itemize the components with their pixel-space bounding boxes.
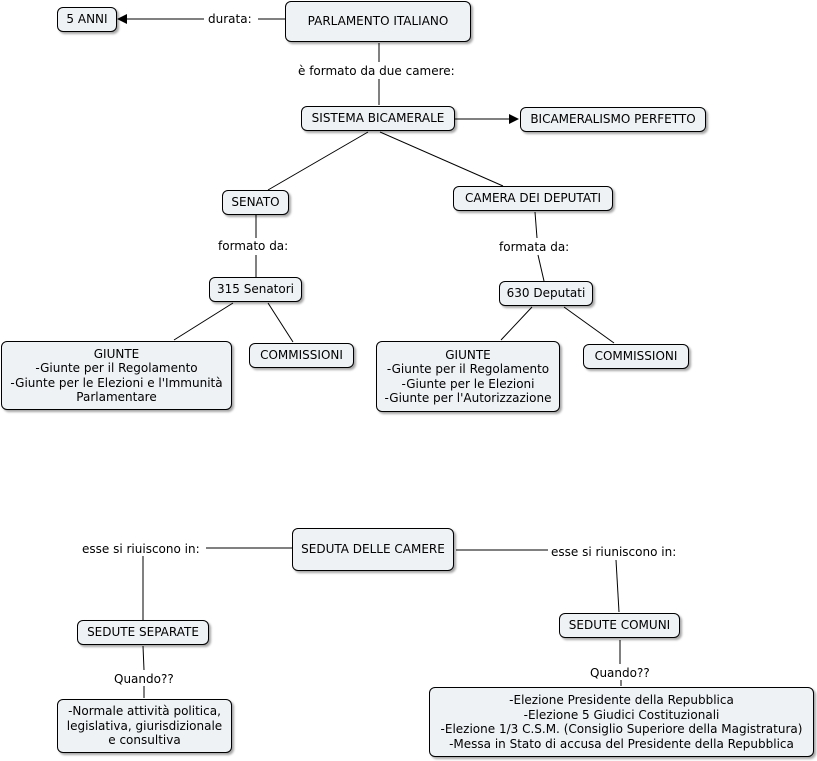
node-seduta-delle-camere[interactable]: SEDUTA DELLE CAMERE [292, 528, 454, 571]
label-durata: durata: [206, 12, 254, 26]
node-sistema-bicamerale[interactable]: SISTEMA BICAMERALE [301, 106, 455, 131]
link-quando-left-1 [142, 645, 145, 671]
label-formata-da: formata da: [497, 240, 572, 254]
node-315-senatori[interactable]: 315 Senatori [209, 277, 302, 302]
link-deputati-giunte [500, 306, 533, 341]
link-deputati-commissioni [563, 306, 615, 344]
link-sistema-camera [379, 131, 504, 187]
link-senatori-commissioni [267, 302, 294, 343]
node-commissioni-camera[interactable]: COMMISSIONI [583, 344, 689, 369]
label-quando-left: Quando?? [112, 672, 176, 686]
link-esse-right-2 [615, 559, 620, 613]
node-sedute-comuni[interactable]: SEDUTE COMUNI [559, 613, 680, 638]
link-sistema-senato [267, 131, 369, 191]
label-esse-left: esse si riuiscono in: [80, 542, 202, 556]
link-senatori-giunte [173, 302, 234, 341]
label-formato-camere: è formato da due camere: [296, 64, 457, 78]
label-formato-da: formato da: [216, 239, 291, 253]
node-commissioni-senato[interactable]: COMMISSIONI [249, 343, 354, 368]
node-sedute-separate-description[interactable]: -Normale attività politica, legislativa,… [57, 699, 232, 753]
node-giunte-camera[interactable]: GIUNTE -Giunte per il Regolamento -Giunt… [376, 341, 560, 412]
node-camera-dei-deputati[interactable]: CAMERA DEI DEPUTATI [453, 186, 613, 211]
label-quando-right: Quando?? [588, 666, 652, 680]
node-630-deputati[interactable]: 630 Deputati [499, 281, 593, 306]
label-esse-right: esse si riuniscono in: [549, 545, 679, 559]
link-camera-2 [537, 254, 545, 282]
node-5-anni[interactable]: 5 ANNI [57, 7, 117, 32]
node-sedute-comuni-description[interactable]: -Elezione Presidente della Repubblica -E… [429, 687, 814, 757]
link-camera-1 [534, 211, 538, 239]
node-giunte-senato[interactable]: GIUNTE -Giunte per il Regolamento -Giunt… [1, 341, 232, 410]
node-sedute-separate[interactable]: SEDUTE SEPARATE [77, 620, 209, 645]
node-bicameralismo-perfetto[interactable]: BICAMERALISMO PERFETTO [520, 107, 706, 132]
node-senato[interactable]: SENATO [222, 190, 289, 215]
node-parlamento-italiano[interactable]: PARLAMENTO ITALIANO [285, 1, 471, 42]
